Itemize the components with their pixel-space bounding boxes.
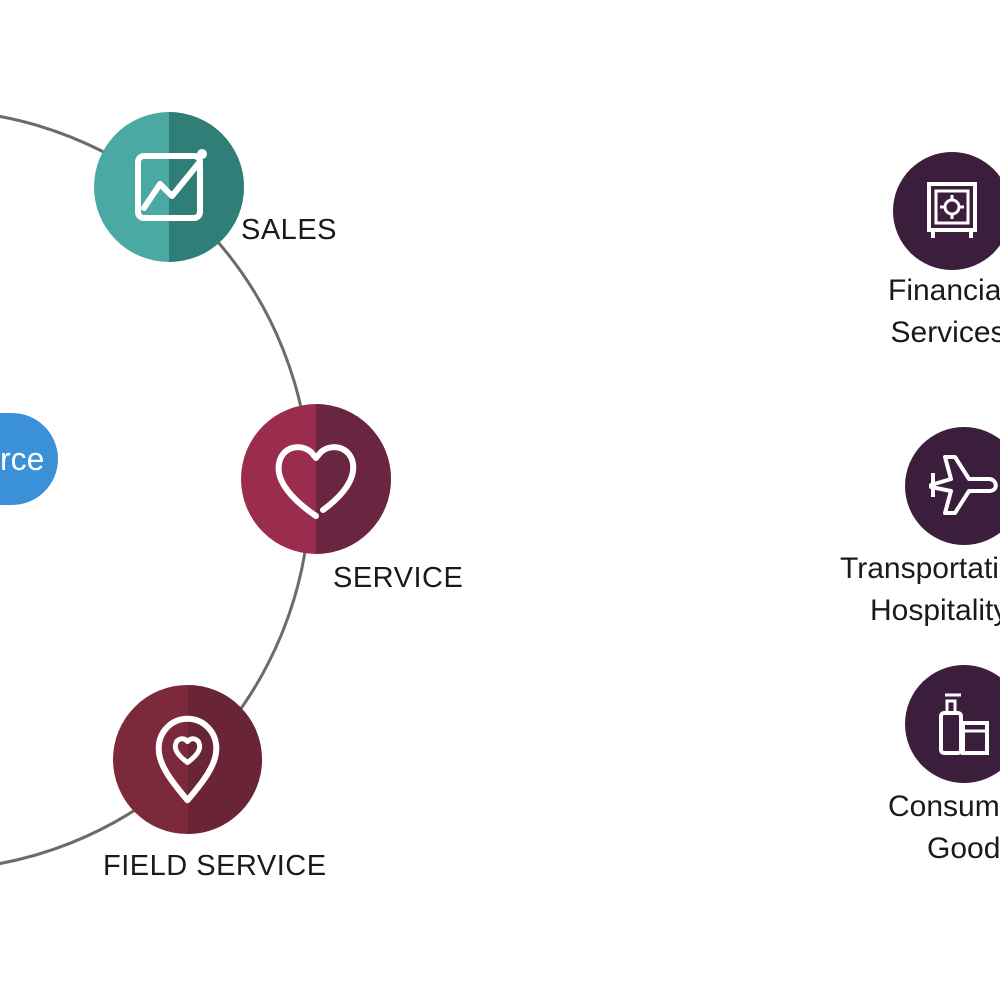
sales-label: SALES (241, 214, 337, 246)
consumer-goods-node[interactable] (905, 665, 1000, 783)
financial-services-node[interactable] (893, 152, 1000, 270)
sales-node[interactable] (94, 112, 244, 262)
transportation-hospitality-line-1: Transportation (840, 552, 1000, 585)
consumer-goods-line-2: Goods (927, 832, 1000, 865)
consumer-goods-icon (939, 693, 989, 755)
safe-icon (927, 182, 977, 238)
field-service-node-shade (187, 685, 262, 834)
consumer-goods-line-1: Consumer (888, 790, 1000, 823)
consumer-goods-label: Consumer Goods (888, 786, 1000, 870)
line-chart-icon (135, 149, 207, 221)
financial-services-line-1: Financial (888, 274, 1000, 307)
service-node[interactable] (241, 404, 391, 554)
financial-services-label: Financial Services (888, 270, 1000, 354)
airplane-icon (929, 455, 998, 515)
field-service-node[interactable] (113, 685, 262, 834)
transportation-hospitality-label: Transportation Hospitality (840, 548, 1000, 632)
financial-services-line-2: Services (890, 316, 1000, 349)
field-service-label: FIELD SERVICE (103, 850, 327, 882)
service-label: SERVICE (333, 562, 464, 594)
brand-logo-text: rce (0, 441, 45, 477)
location-heart-icon (155, 715, 220, 804)
heart-icon (275, 444, 357, 519)
transportation-hospitality-line-2: Hospitality (869, 594, 1000, 627)
transportation-hospitality-node[interactable] (905, 427, 1000, 545)
